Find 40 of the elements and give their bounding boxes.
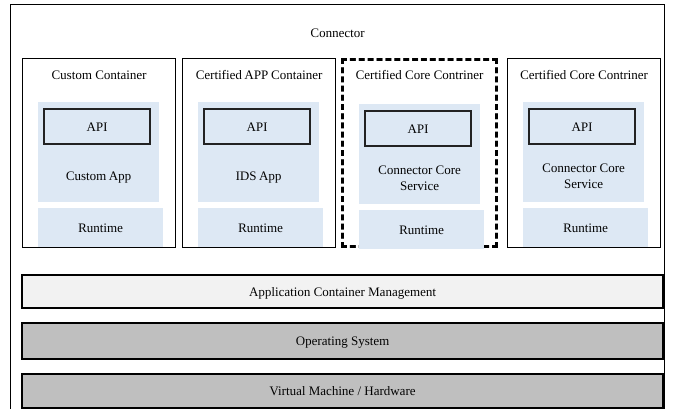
container-title: Certified Core Contriner — [354, 67, 484, 82]
container-box — [507, 58, 661, 248]
container-box — [182, 58, 336, 248]
api-box — [528, 108, 636, 145]
runtime-box — [359, 210, 484, 249]
app-panel — [523, 102, 644, 202]
api-label: API — [406, 120, 430, 138]
api-box — [203, 108, 311, 145]
runtime-label: Runtime — [237, 218, 284, 237]
runtime-box — [523, 208, 648, 247]
layer-bar — [21, 373, 664, 409]
api-label: API — [570, 118, 594, 136]
runtime-label: Runtime — [562, 218, 609, 237]
app-label: IDS App — [234, 168, 282, 184]
layer-label: Virtual Machine / Hardware — [268, 382, 417, 400]
api-label: API — [246, 118, 268, 136]
layer-label: Application Container Management — [248, 282, 437, 301]
api-box — [43, 108, 151, 145]
container-title: Certified APP Container — [194, 67, 324, 82]
app-panel — [38, 102, 159, 202]
app-label: Custom App — [64, 168, 132, 184]
runtime-label: Runtime — [77, 218, 124, 237]
connector-frame — [10, 4, 665, 409]
app-panel — [198, 102, 319, 202]
runtime-box — [198, 208, 323, 247]
layer-bar — [21, 322, 664, 360]
runtime-box — [38, 208, 163, 247]
app-panel — [359, 104, 480, 204]
api-box — [364, 110, 472, 147]
app-label: Connector Core Service — [377, 162, 462, 194]
container-box — [22, 58, 176, 248]
layer-bar — [21, 274, 664, 309]
api-label: API — [86, 118, 108, 136]
app-label: Connector Core Service — [541, 160, 626, 192]
layer-label: Operating System — [294, 332, 390, 350]
container-box — [341, 58, 498, 248]
runtime-label: Runtime — [398, 220, 445, 239]
frame-title: Connector — [309, 25, 366, 40]
container-title: Custom Container — [50, 67, 148, 82]
container-title: Certified Core Contriner — [519, 67, 649, 82]
